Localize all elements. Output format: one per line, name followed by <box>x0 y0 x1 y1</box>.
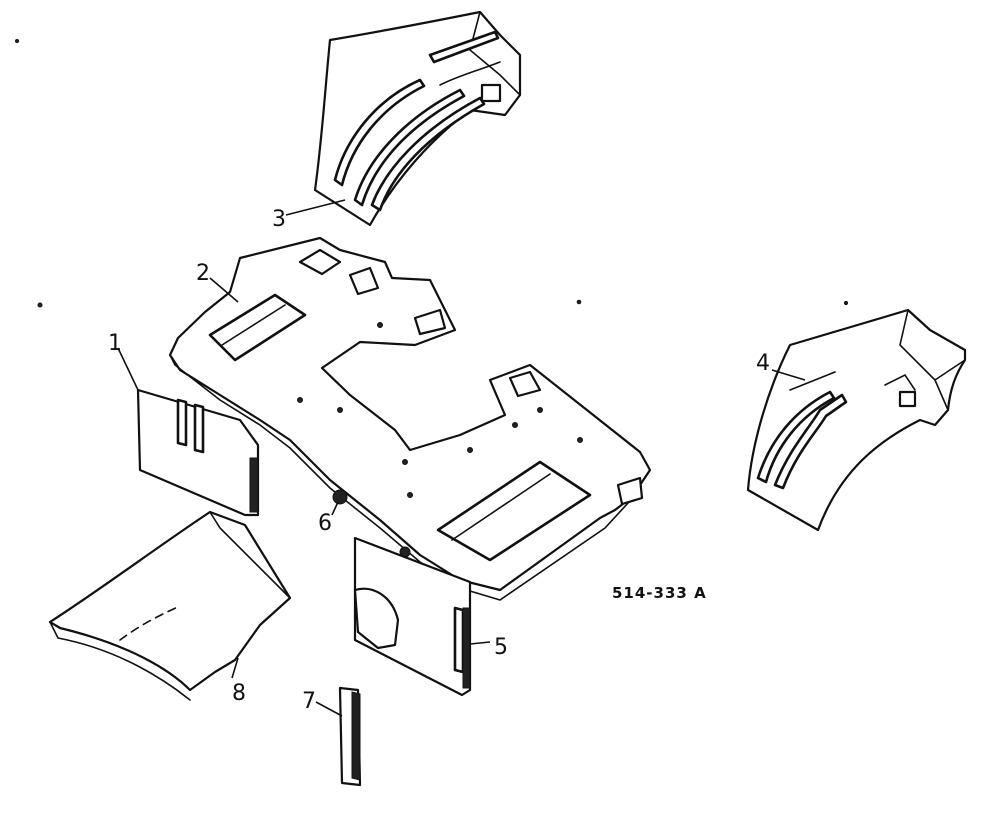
leader-lines <box>117 199 806 717</box>
part-3-fender-upper <box>313 10 522 227</box>
callout-6: 6 <box>318 511 332 536</box>
callout-7: 7 <box>302 689 316 714</box>
part-8-floor-cover <box>48 510 292 701</box>
callout-1: 1 <box>108 331 122 356</box>
callouts: 1 2 3 4 5 6 7 8 <box>108 207 770 714</box>
callout-8: 8 <box>232 681 246 706</box>
callout-2: 2 <box>196 261 210 286</box>
part-1-left-panel <box>136 388 260 517</box>
part-5-lower-panel <box>353 536 472 697</box>
part-4-fender-right <box>746 308 967 532</box>
callout-3: 3 <box>272 207 286 232</box>
scan-specks <box>15 39 849 308</box>
figure-reference-code: 514-333 A <box>612 584 707 602</box>
part-7-bracket <box>338 686 362 787</box>
callout-4: 4 <box>756 351 770 376</box>
part-2-platform <box>168 236 652 601</box>
callout-5: 5 <box>494 635 508 660</box>
